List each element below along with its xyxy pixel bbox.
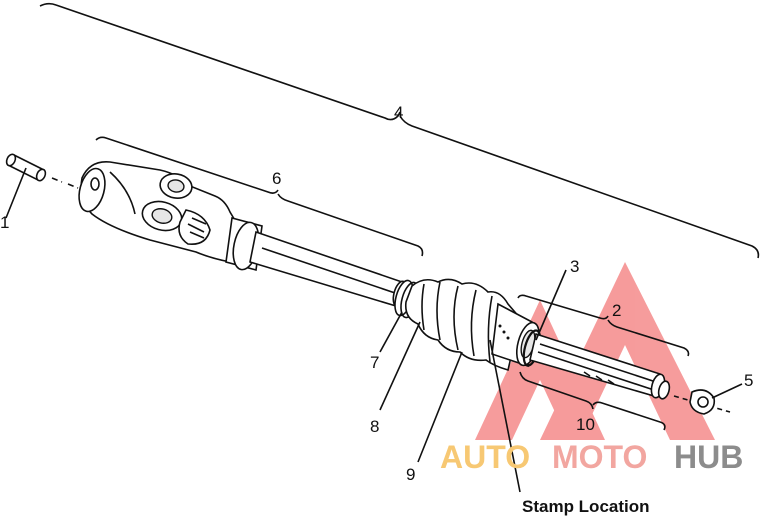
- leader-8: [379, 321, 421, 411]
- callout-5: 5: [744, 371, 753, 390]
- bracket-10: [519, 371, 666, 431]
- leader-7: [379, 311, 403, 353]
- watermark-text: AUTO MOTO HUB: [440, 439, 743, 475]
- watermark-moto: MOTO: [552, 439, 647, 475]
- callout-3: 3: [570, 257, 579, 276]
- callout-8: 8: [370, 417, 379, 436]
- leader-stamp: [489, 339, 521, 493]
- leader-lines: [5, 167, 743, 493]
- callout-1: 1: [0, 213, 9, 232]
- watermark-auto: AUTO: [440, 439, 530, 475]
- callout-7: 7: [370, 353, 379, 372]
- pin-part-1: [5, 153, 93, 194]
- leader-9: [417, 351, 463, 463]
- leader-5: [711, 383, 743, 399]
- callout-4: 4: [394, 103, 403, 122]
- stamp-location-label: Stamp Location: [522, 497, 650, 516]
- callout-2: 2: [612, 301, 621, 320]
- yoke-assembly: [78, 161, 237, 263]
- callout-6: 6: [272, 169, 281, 188]
- stub-shaft-part-2: [529, 332, 671, 400]
- watermark-hub: HUB: [674, 439, 743, 475]
- callout-10: 10: [576, 415, 595, 434]
- callout-9: 9: [406, 465, 415, 484]
- leader-1: [5, 167, 27, 219]
- main-shaft: [249, 230, 408, 308]
- bracket-6: [95, 136, 424, 257]
- bracket-2: [517, 294, 690, 357]
- nut-part-5: [673, 389, 731, 415]
- leader-3: [535, 269, 567, 341]
- watermark-logo: [475, 262, 715, 440]
- bracket-4: [39, 2, 760, 259]
- logo-triangle-right: [540, 262, 715, 440]
